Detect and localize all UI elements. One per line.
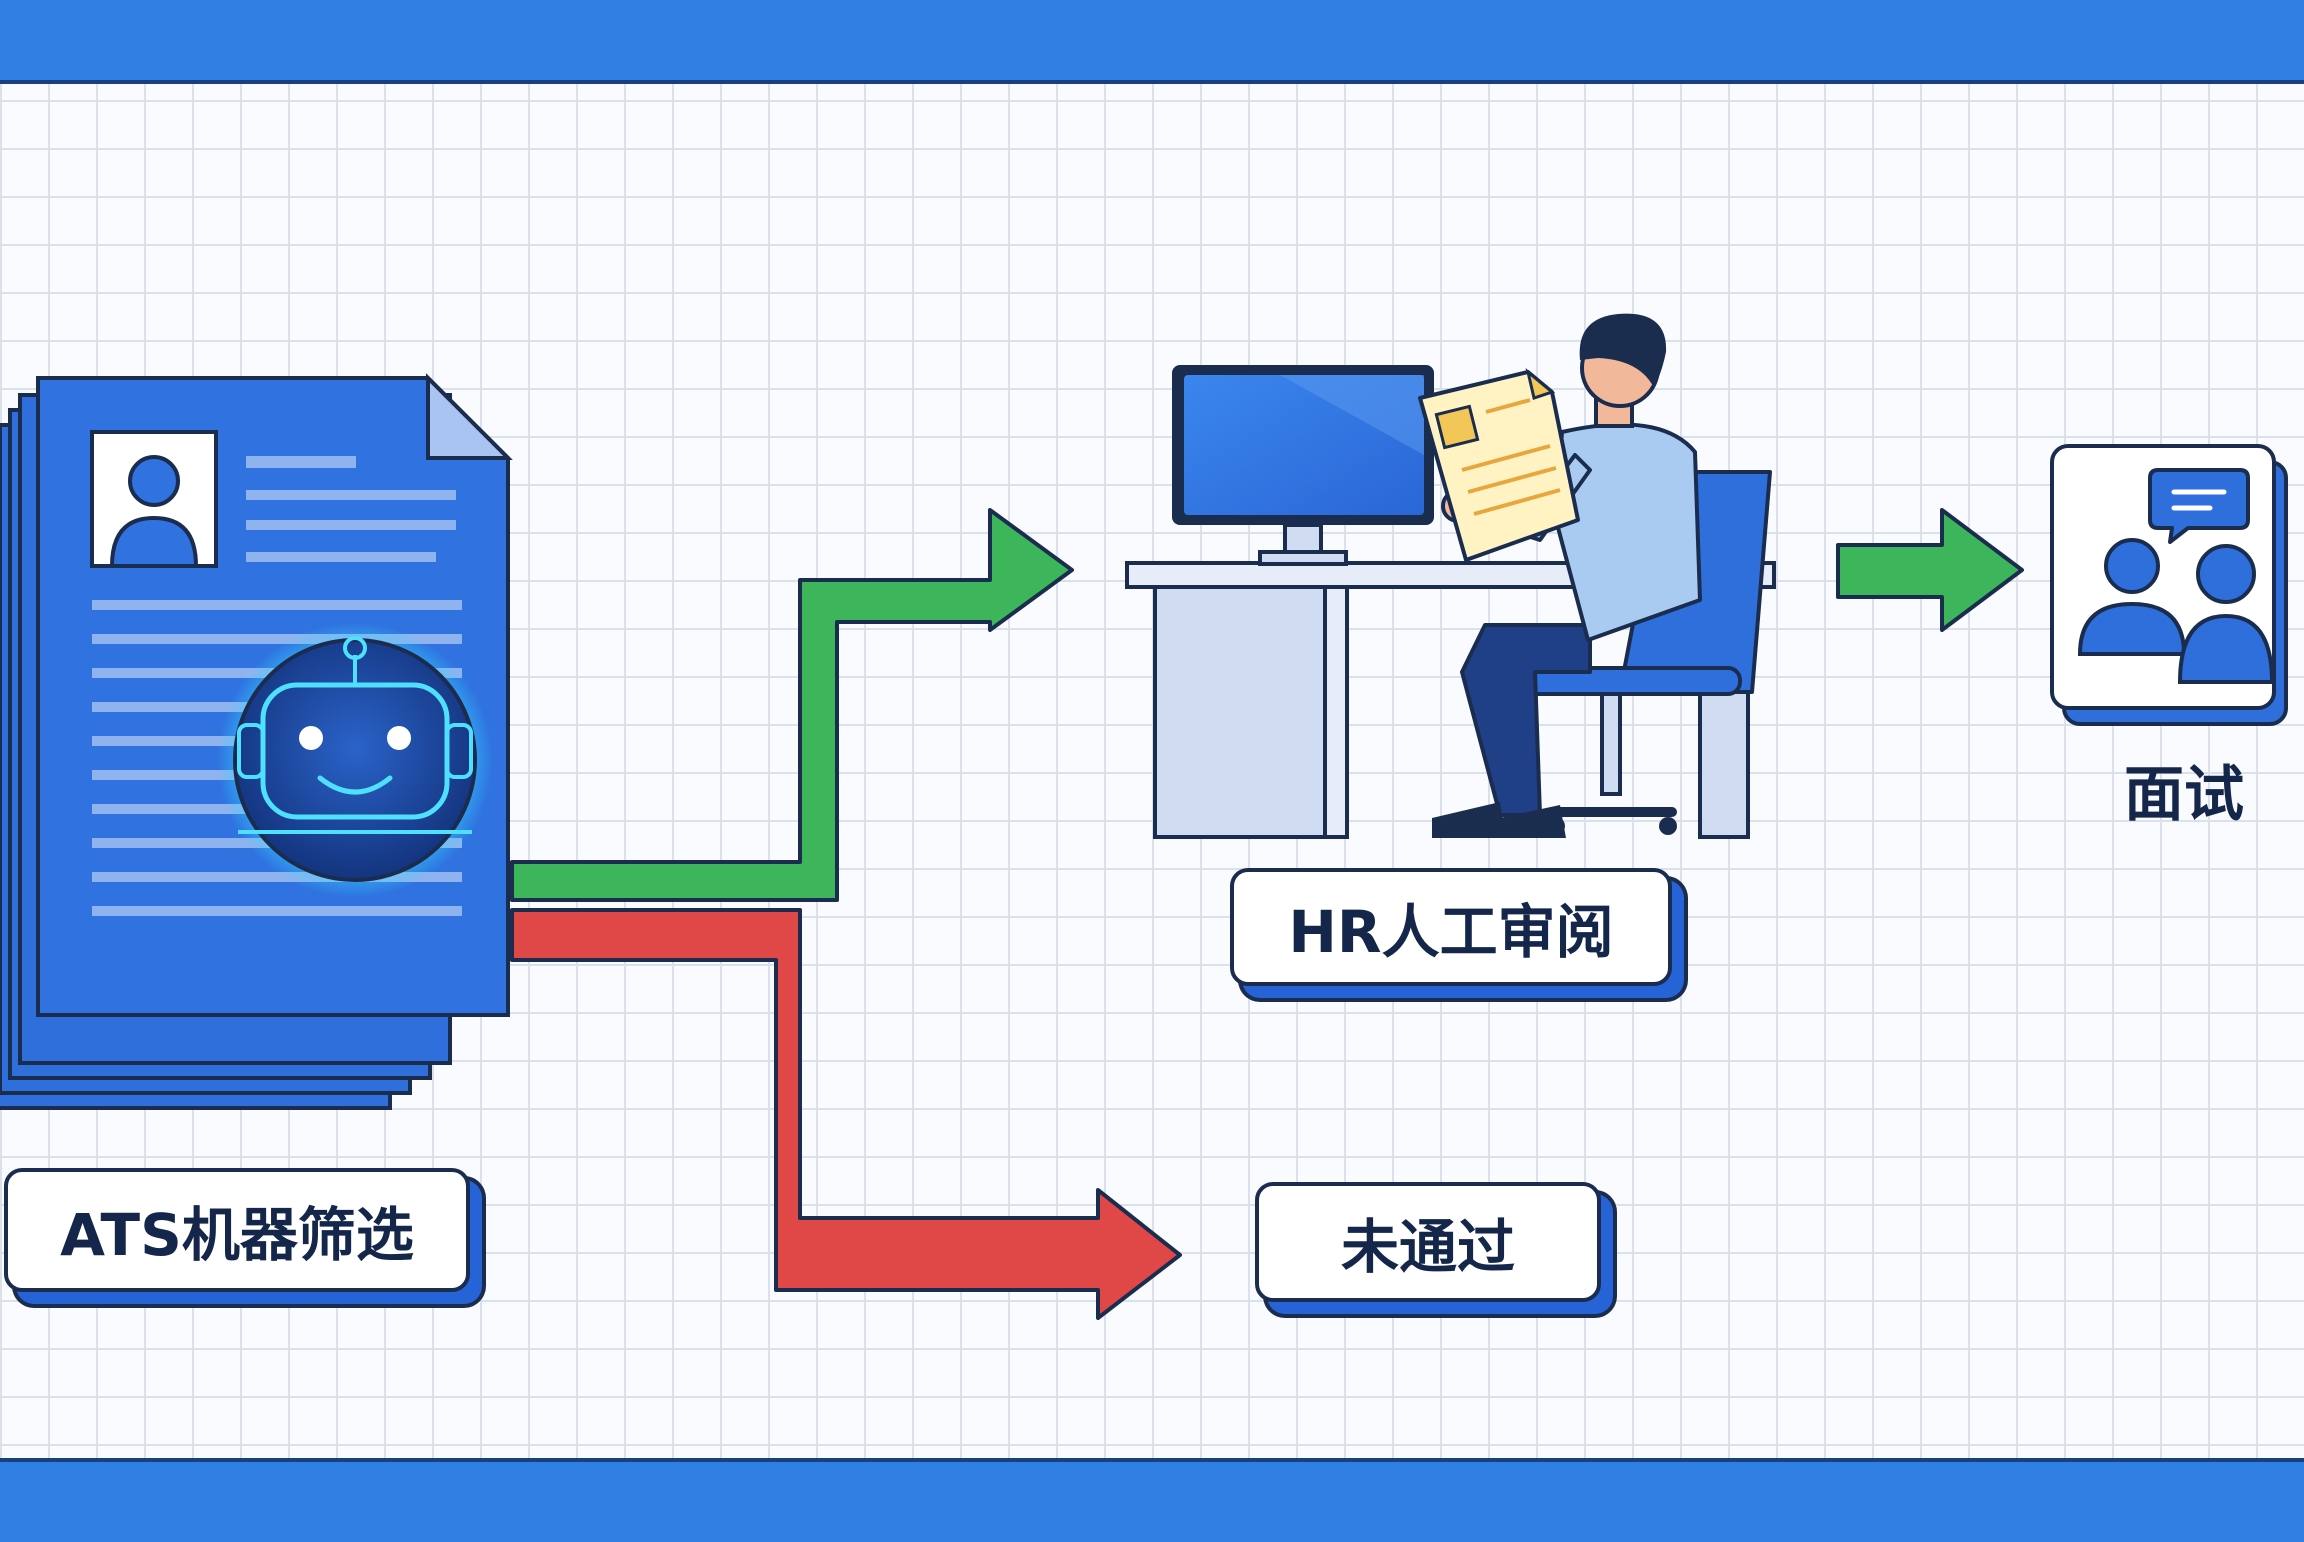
chat-bubble-icon [2148, 468, 2250, 544]
rejected-label: 未通过 [1255, 1182, 1601, 1302]
pass-arrow-to-interview [1836, 508, 2024, 632]
interview-label: 面试 [2090, 744, 2278, 834]
rejected-label-text: 未通过 [1340, 1213, 1515, 1281]
interview-label-text: 面试 [2124, 759, 2244, 830]
robot-icon [217, 622, 493, 898]
pass-arrow-to-hr [510, 508, 1074, 902]
resume-document-icon [1418, 367, 1580, 562]
resume-stack-icon [0, 373, 513, 1110]
ats-label-text: ATS机器筛选 [60, 1201, 414, 1269]
fail-arrow-to-rejected [510, 908, 1182, 1320]
monitor-icon [1172, 365, 1434, 566]
hr-review-label: HR人工审阅 [1230, 868, 1672, 986]
bottom-band [0, 1458, 2304, 1542]
ats-label: ATS机器筛选 [4, 1168, 470, 1292]
top-band [0, 0, 2304, 84]
reviewer-person-icon [1432, 313, 1702, 838]
hr-review-label-text: HR人工审阅 [1288, 898, 1614, 966]
